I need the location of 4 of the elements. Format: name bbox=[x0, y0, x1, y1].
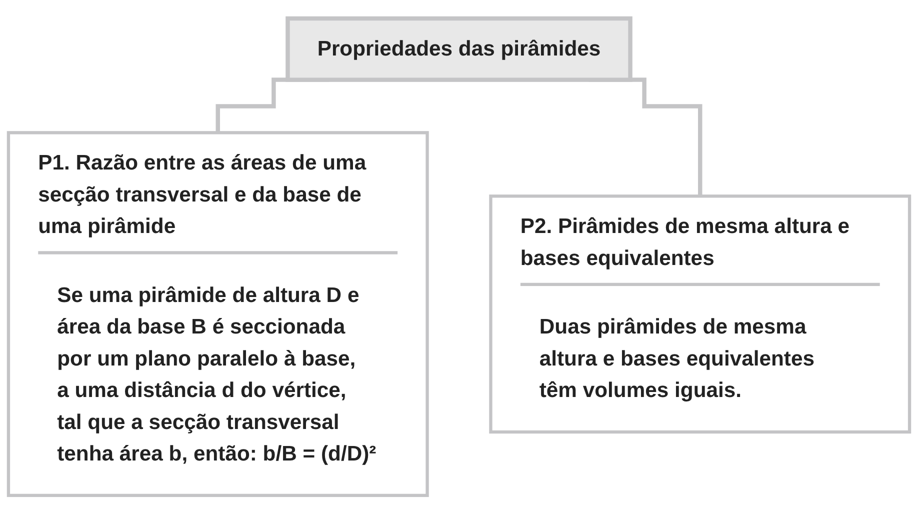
node-box bbox=[6, 130, 429, 497]
diagram: Propriedades das pirâmides P1. Razão entre as áreas de uma secção transversal e da base de uma pirâmide Se uma pirâmide de altura D e área da base B é seccionada por um plano paralelo à base, a uma distância d do vértice, tal que a secção transversal tenha área b, então: b/B = (d/D)² P2. Pirâmides de mesma altura e bases equivalentes Duas pirâmides de mesma altura e bases equivalentes têm volumes iguais. bbox=[0, 10, 918, 504]
node-box bbox=[489, 194, 912, 434]
node-box bbox=[286, 16, 632, 82]
